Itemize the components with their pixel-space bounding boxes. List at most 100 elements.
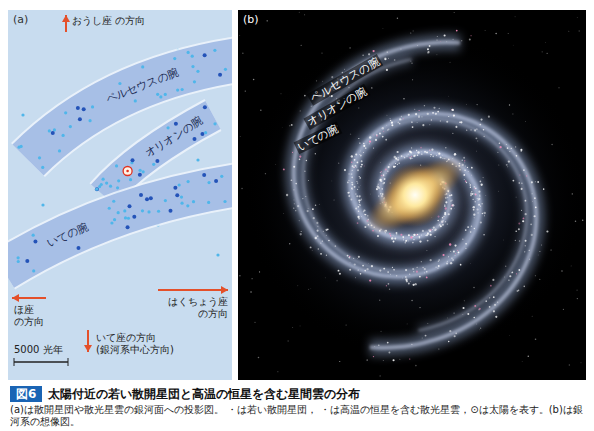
star-dot — [512, 180, 514, 182]
spiral-arm-core — [294, 42, 480, 276]
star-dot — [239, 135, 241, 137]
star-dot — [396, 158, 398, 160]
star-dot — [424, 268, 426, 270]
cluster-dot — [139, 169, 142, 172]
star-dot — [432, 156, 434, 158]
star-dot — [539, 279, 540, 280]
star-dot — [410, 157, 412, 159]
star-dot — [483, 212, 485, 214]
star-dot — [397, 122, 399, 124]
star-dot — [576, 17, 578, 19]
star-dot — [509, 335, 511, 337]
star-dot — [395, 163, 396, 164]
star-dot — [454, 153, 456, 155]
cluster-dot — [141, 65, 144, 68]
star-dot — [382, 175, 384, 177]
star-dot — [356, 181, 357, 182]
star-dot — [434, 236, 435, 237]
cluster-dot — [69, 125, 72, 128]
star-dot — [384, 58, 386, 60]
star-dot — [412, 126, 414, 128]
star-dot — [450, 200, 451, 201]
star-dot — [358, 195, 360, 197]
star-dot — [371, 87, 372, 88]
star-dot — [521, 361, 523, 363]
star-dot — [377, 186, 379, 188]
star-dot — [295, 210, 296, 211]
star-dot — [518, 223, 520, 225]
star-dot — [266, 20, 267, 21]
star-dot — [470, 184, 471, 185]
star-dot — [383, 174, 385, 176]
star-dot — [348, 195, 350, 197]
star-dot — [392, 267, 393, 268]
star-dot — [492, 279, 494, 281]
cluster-dot — [224, 68, 227, 71]
star-dot — [387, 171, 388, 172]
star-dot — [351, 161, 353, 163]
star-dot — [433, 107, 435, 109]
star-dot — [450, 251, 451, 252]
nebula-dot — [95, 187, 99, 191]
star-dot — [465, 180, 466, 181]
star-dot — [311, 106, 312, 107]
star-dot — [375, 139, 377, 141]
cluster-dot — [123, 209, 126, 212]
galactic-bar — [355, 144, 475, 247]
star-dot — [447, 197, 449, 199]
star-dot — [380, 330, 382, 332]
star-dot — [436, 155, 437, 156]
star-dot — [360, 200, 362, 202]
star-dot — [325, 234, 327, 236]
star-dot — [333, 199, 335, 201]
star-dot — [357, 182, 358, 183]
star-dot — [388, 163, 390, 165]
star-dot — [355, 165, 357, 167]
star-dot — [488, 116, 490, 118]
star-dot — [464, 160, 465, 161]
star-dot — [458, 252, 460, 254]
star-dot — [470, 231, 472, 233]
direction-label: おうし座 の方向 — [72, 15, 145, 27]
star-dot — [281, 127, 283, 129]
direction-label: ほ座 の方向 — [14, 304, 52, 328]
star-dot — [275, 164, 277, 166]
star-dot — [338, 270, 340, 272]
star-dot — [509, 275, 511, 277]
nebula-dot — [78, 117, 82, 121]
star-dot — [363, 143, 365, 145]
star-dot — [347, 192, 349, 194]
star-dot — [450, 194, 452, 196]
direction-arrow — [158, 289, 228, 291]
cluster-dot — [192, 200, 195, 203]
star-dot — [515, 196, 517, 198]
star-dot — [310, 287, 312, 289]
star-dot — [394, 59, 396, 61]
star-dot — [578, 30, 580, 32]
star-dot — [352, 184, 354, 186]
cluster-dot — [41, 203, 44, 206]
star-dot — [435, 266, 436, 267]
star-dot — [451, 194, 453, 196]
arrow-head — [12, 294, 19, 302]
cluster-dot — [196, 158, 199, 161]
star-dot — [351, 188, 353, 190]
star-dot — [386, 124, 388, 126]
star-dot — [465, 229, 467, 231]
star-dot — [469, 39, 471, 41]
star-dot — [385, 58, 387, 60]
star-dot — [435, 113, 437, 115]
star-dot — [473, 217, 475, 219]
star-dot — [410, 32, 411, 33]
star-dot — [348, 257, 350, 259]
star-dot — [336, 280, 338, 282]
star-dot — [424, 105, 425, 106]
star-dot — [407, 240, 409, 242]
star-dot — [453, 251, 455, 253]
star-dot — [357, 222, 359, 224]
star-dot — [411, 63, 412, 64]
star-dot — [397, 159, 399, 161]
star-dot — [466, 129, 467, 130]
cluster-dot — [173, 57, 176, 60]
star-dot — [363, 209, 365, 211]
